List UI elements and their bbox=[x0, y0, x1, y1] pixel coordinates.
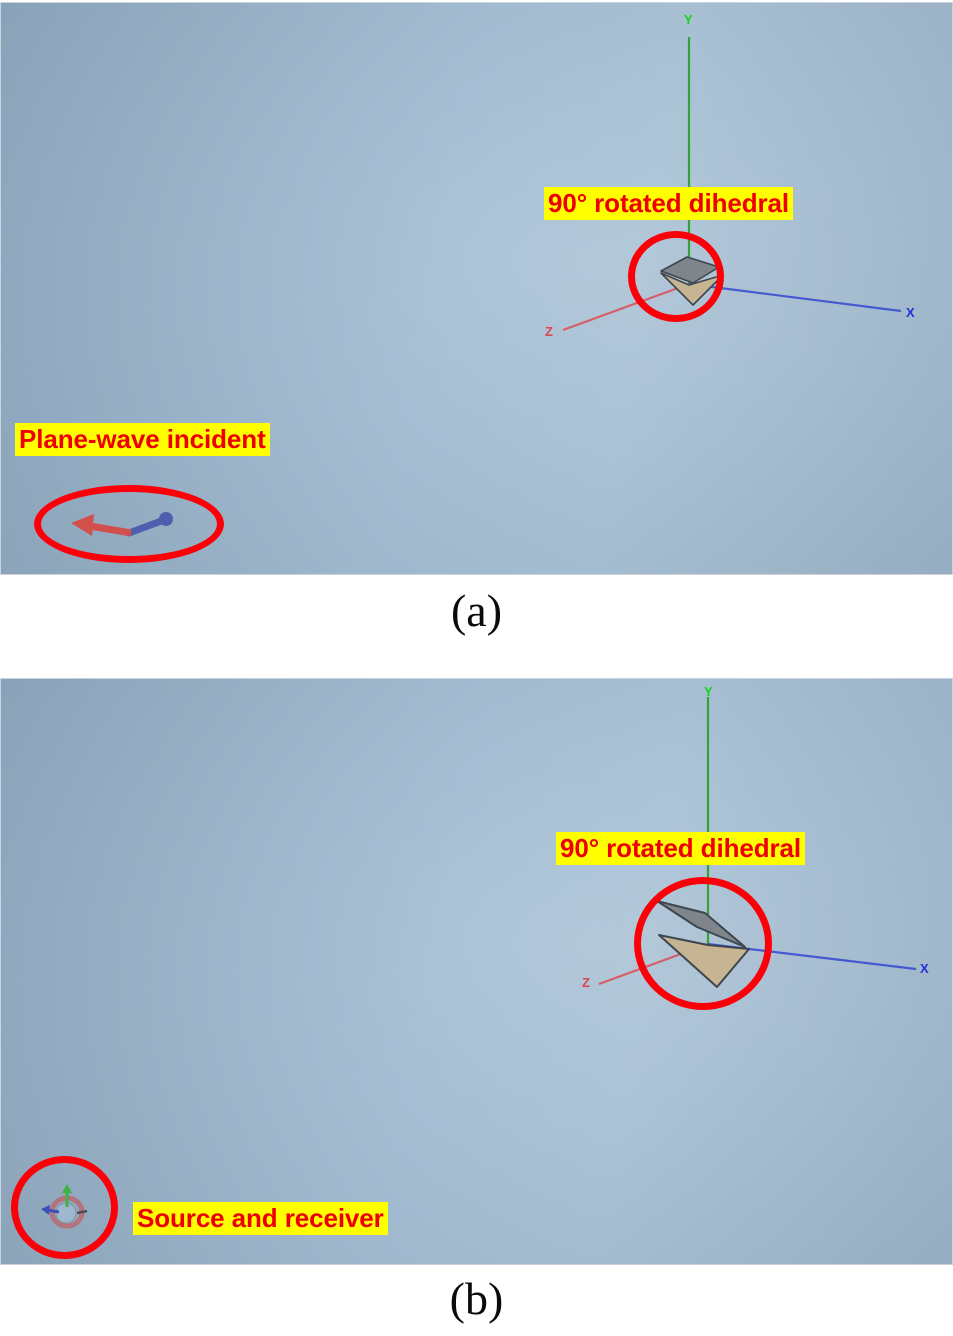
viewport-panel-b[interactable]: Y X Z 90° rotated dihedral Source and re… bbox=[0, 678, 953, 1265]
plane-wave-incident-label-a: Plane-wave incident bbox=[15, 423, 270, 456]
axis-label-z: Z bbox=[545, 324, 553, 339]
rotated-dihedral-label-b: 90° rotated dihedral bbox=[556, 832, 806, 865]
dihedral-callout-a bbox=[628, 231, 724, 322]
source-receiver-callout-b bbox=[11, 1156, 118, 1259]
rotated-dihedral-label-a: 90° rotated dihedral bbox=[544, 187, 794, 220]
plane-wave-callout-a bbox=[34, 485, 224, 563]
source-receiver-label-b: Source and receiver bbox=[133, 1202, 388, 1235]
axis-label-x: X bbox=[920, 961, 929, 976]
axis-label-z: Z bbox=[582, 975, 590, 990]
dihedral-callout-b bbox=[634, 877, 772, 1010]
axis-tripod-icon bbox=[598, 697, 917, 986]
axis-label-y: Y bbox=[704, 684, 713, 699]
axis-label-x: X bbox=[906, 305, 915, 320]
subfigure-caption-b: (b) bbox=[449, 1273, 504, 1324]
axis-label-y: Y bbox=[684, 12, 693, 27]
viewport-panel-a[interactable]: Y X Z 90° rotated dihedral Plane-wave in… bbox=[0, 2, 953, 575]
subfigure-caption-a: (a) bbox=[450, 585, 503, 636]
scene-layer-b bbox=[1, 679, 952, 1264]
